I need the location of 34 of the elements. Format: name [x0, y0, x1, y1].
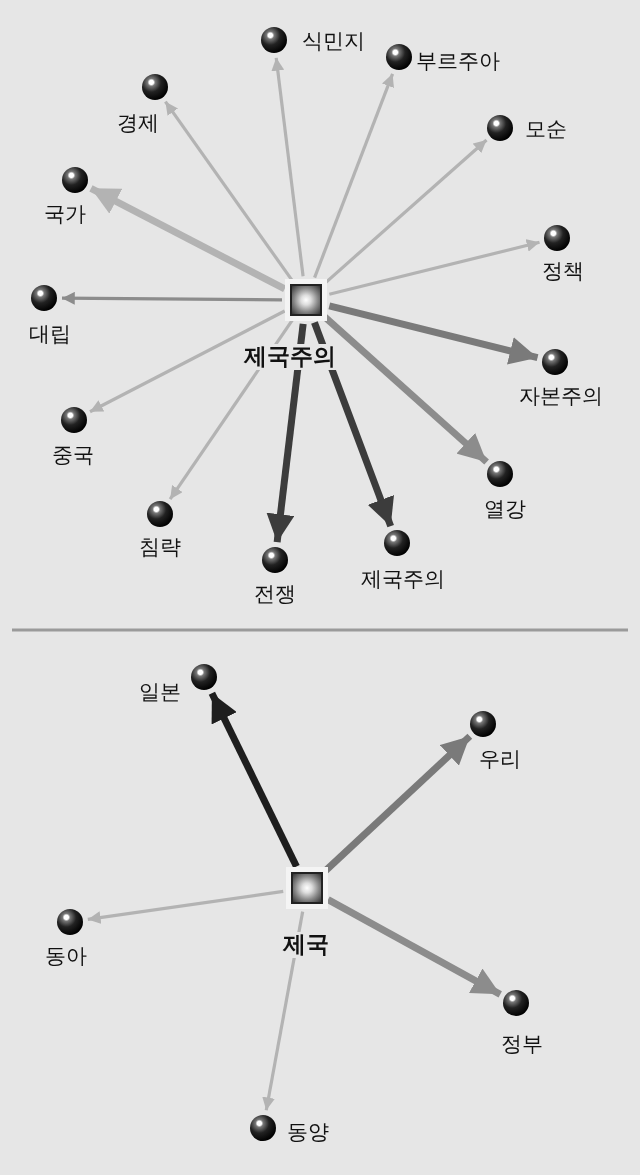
node-label: 부르주아 [416, 50, 500, 74]
node-label: 국가 [44, 203, 86, 227]
node-label: 정부 [501, 1033, 543, 1057]
node-label: 전쟁 [254, 583, 296, 607]
node-label: 제국주의 [241, 344, 339, 370]
node-label: 침략 [139, 536, 181, 560]
arrow [311, 321, 394, 528]
node-label: 중국 [52, 444, 94, 468]
node-label: 우리 [479, 748, 521, 772]
arrow [164, 100, 294, 282]
arrow [313, 73, 395, 279]
arrow [87, 889, 284, 924]
arrow [322, 733, 473, 875]
arrow [89, 185, 287, 293]
node-label: 동양 [287, 1121, 329, 1145]
node-label: 모순 [525, 118, 567, 142]
node-label: 열강 [484, 498, 526, 522]
node-label: 경제 [117, 112, 159, 136]
node-label: 정책 [542, 260, 584, 284]
arrow [89, 309, 286, 414]
arrow [62, 291, 282, 305]
arrow [326, 896, 502, 998]
node-label: 자본주의 [519, 385, 603, 409]
node-label: 대립 [29, 323, 71, 347]
arrow [266, 323, 307, 543]
arrow [328, 302, 539, 365]
node-label: 동아 [45, 945, 87, 969]
arrow [271, 57, 305, 277]
arrow [208, 691, 300, 868]
node-label: 제국주의 [361, 568, 445, 592]
arrow [328, 239, 540, 296]
arrow [262, 911, 305, 1111]
node-label: 식민지 [301, 30, 365, 54]
node-label: 일본 [139, 681, 181, 705]
